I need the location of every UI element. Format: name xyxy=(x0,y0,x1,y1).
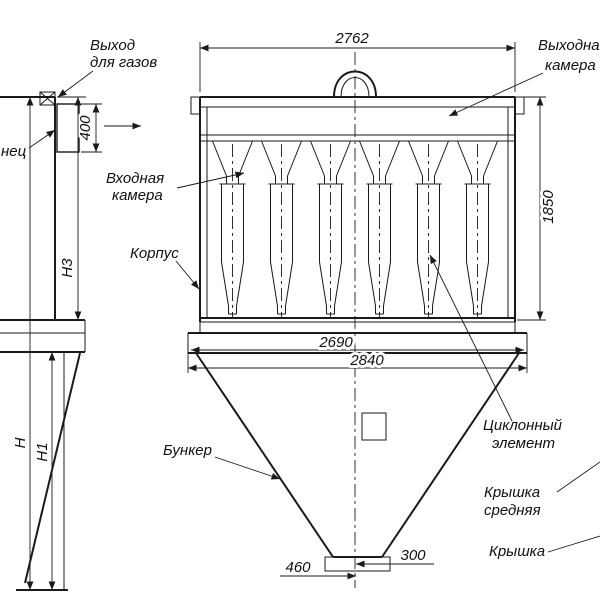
cyclone-element xyxy=(408,140,449,318)
dim-top-width: 2762 xyxy=(334,30,369,47)
label-bunker: Бункер xyxy=(163,442,212,459)
cyclone-element xyxy=(359,140,400,318)
dim-outlet-width: 460 xyxy=(285,559,311,576)
label-gas-outlet-2: для газов xyxy=(90,54,157,71)
lifting-lug-inner xyxy=(340,77,370,98)
label-middle-cover-2: средняя xyxy=(484,502,541,519)
label-flange-partial: нец xyxy=(1,143,27,160)
leader-middle-cover xyxy=(556,461,600,493)
leader-flange xyxy=(28,129,56,149)
side-view-labels: Выход для газов нец xyxy=(1,37,157,160)
dim-h1: Н1 xyxy=(34,442,51,461)
front-view-labels: Входная камера Корпус Бункер Циклонный э… xyxy=(106,37,600,560)
label-middle-cover: Крышка xyxy=(484,484,540,501)
label-gas-outlet: Выход xyxy=(90,37,135,54)
label-cyclone-element: Циклонный xyxy=(483,417,563,434)
lifting-lug-outer xyxy=(333,70,377,98)
leader-inlet-chamber xyxy=(176,171,245,189)
leader-cover xyxy=(547,535,600,553)
label-outlet-chamber: Выходная xyxy=(538,37,600,54)
front-view-dimensions: 2762 1850 2690 2840 460 300 xyxy=(187,27,560,580)
side-view-dimensions: 400 Н3 Н Н1 xyxy=(9,96,141,590)
dim-h3: Н3 xyxy=(59,258,76,278)
leader-housing xyxy=(175,260,200,290)
dim-outlet-offset: 300 xyxy=(400,547,426,564)
front-view xyxy=(187,52,528,588)
access-hatch xyxy=(361,412,387,441)
label-outlet-chamber-2: камера xyxy=(545,57,596,74)
leader-cyclone-element xyxy=(429,254,513,422)
label-inlet-chamber: Входная xyxy=(106,170,164,187)
dim-flange-width: 2690 xyxy=(318,334,353,351)
dim-body-height: 1850 xyxy=(540,190,557,224)
gas-outlet-flange xyxy=(56,103,80,153)
leader-bunker xyxy=(214,456,281,480)
side-view xyxy=(0,91,86,591)
cyclone-element xyxy=(310,140,351,318)
leader-gas-outlet xyxy=(57,70,94,98)
cyclone-element xyxy=(212,140,253,318)
dim-gas-outlet-height: 400 xyxy=(77,115,94,141)
dim-base-width: 2840 xyxy=(349,352,384,369)
cyclone-element xyxy=(457,140,498,318)
label-housing: Корпус xyxy=(130,245,179,262)
label-cyclone-element-2: элемент xyxy=(492,435,555,452)
dim-h: Н xyxy=(12,437,29,448)
label-inlet-chamber-2: камера xyxy=(112,187,163,204)
leader-outlet-chamber xyxy=(448,72,544,117)
cyclone-element xyxy=(261,140,302,318)
label-cover: Крышка xyxy=(489,543,545,560)
